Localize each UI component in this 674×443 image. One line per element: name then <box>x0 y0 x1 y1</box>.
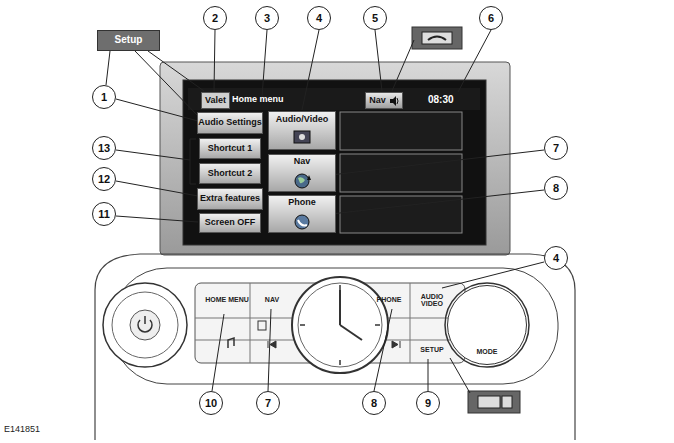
button-label: HOME MENU <box>205 296 249 303</box>
callout-number: 4 <box>307 6 331 30</box>
button-label: Extra features <box>200 194 260 203</box>
screen-button: Screen OFF <box>199 213 261 233</box>
callout-number: 7 <box>544 136 568 160</box>
screen-button: Audio Settings <box>197 112 263 134</box>
button-label: Shortcut 2 <box>208 169 253 178</box>
callout-number: 12 <box>92 167 116 191</box>
callout-number: 1 <box>92 85 116 109</box>
callout-number: 7 <box>256 391 280 415</box>
screen-button: Shortcut 1 <box>199 138 261 159</box>
callout-number: 13 <box>92 136 116 160</box>
button-label: NAV <box>265 296 279 303</box>
screen-button: Phone <box>268 195 336 233</box>
button-label: Setup <box>115 35 143 46</box>
panel-button: NAV <box>256 292 288 308</box>
panel-button: AUDIO VIDEO <box>410 286 454 314</box>
button-label: AUDIO VIDEO <box>410 293 454 308</box>
callout-number: 2 <box>203 6 227 30</box>
screen-button: Nav <box>268 154 336 192</box>
screen-button: Setup <box>97 30 160 51</box>
panel-button: SETUP <box>413 341 451 358</box>
button-label: Audio/Video <box>276 115 328 124</box>
button-icon <box>289 213 315 230</box>
button-label: Screen OFF <box>205 218 256 227</box>
panel-button: HOME MENU <box>203 286 251 314</box>
screen-button: Nav <box>365 92 403 109</box>
button-label: MODE <box>477 348 498 355</box>
button-label: Valet <box>205 96 226 105</box>
button-label: Shortcut 1 <box>208 144 253 153</box>
button-icon <box>289 172 315 189</box>
button-icon <box>289 129 315 146</box>
button-label: Audio Settings <box>198 118 262 127</box>
screen-button: Valet <box>201 92 230 109</box>
callout-number: 9 <box>416 391 440 415</box>
screen-text: 08:30 <box>428 94 454 105</box>
callout-number: 8 <box>544 176 568 200</box>
callout-number: 6 <box>479 6 503 30</box>
callout-number: 11 <box>92 202 116 226</box>
screen-button: Audio/Video <box>268 111 336 150</box>
callout-number: 5 <box>363 6 387 30</box>
callout-number: 10 <box>199 391 223 415</box>
button-label: SETUP <box>420 346 443 353</box>
button-label: Nav <box>369 96 386 105</box>
button-icon <box>389 96 399 106</box>
screen-button: Shortcut 2 <box>199 163 261 184</box>
screen-button: Extra features <box>197 188 263 210</box>
mode-knob: MODE <box>447 285 527 365</box>
callout-number: 3 <box>255 6 279 30</box>
button-label: PHONE <box>377 296 402 303</box>
figure-id: E141851 <box>4 424 40 434</box>
callout-number: 4 <box>544 246 568 270</box>
panel-button: PHONE <box>371 292 407 308</box>
screen-text: Home menu <box>232 94 284 104</box>
button-label: Phone <box>288 198 316 207</box>
button-label: Nav <box>294 157 311 166</box>
callout-number: 8 <box>362 391 386 415</box>
